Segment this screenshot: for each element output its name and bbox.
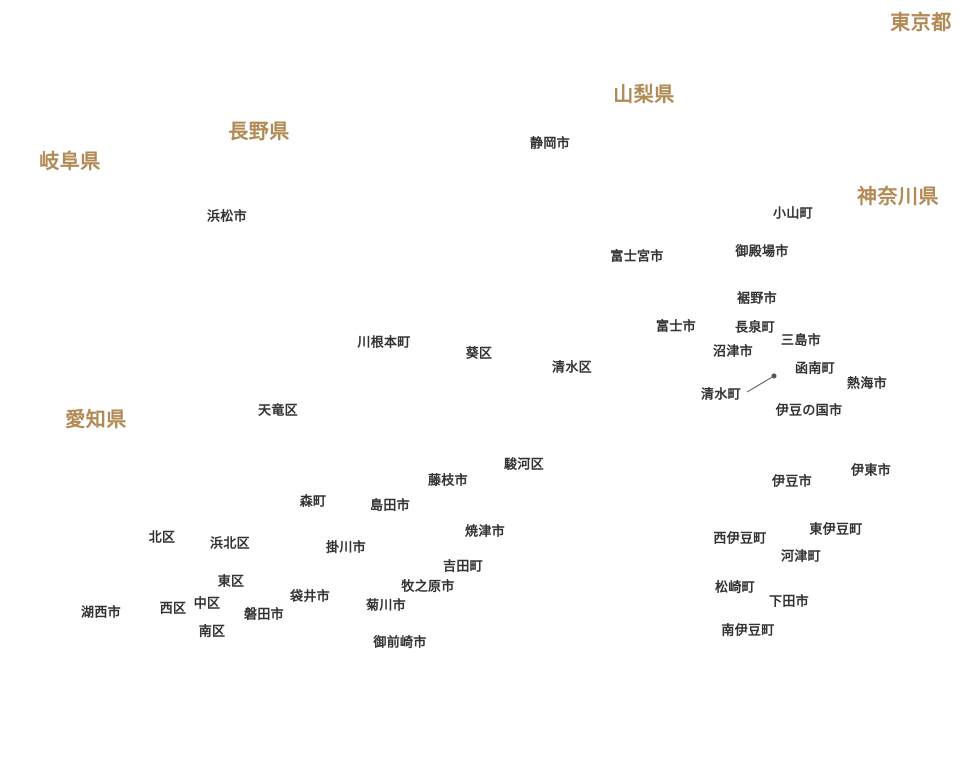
city-label-kikugawa[interactable]: 菊川市 <box>366 598 406 614</box>
city-label-gotemba[interactable]: 御殿場市 <box>735 244 789 260</box>
city-label-yoshida[interactable]: 吉田町 <box>443 559 483 575</box>
city-label-matsuzaki[interactable]: 松崎町 <box>715 580 755 596</box>
city-label-kannami[interactable]: 函南町 <box>795 361 835 377</box>
city-label-fujieda[interactable]: 藤枝市 <box>428 473 468 489</box>
city-label-hamamatsu[interactable]: 浜松市 <box>207 209 247 225</box>
city-label-kakegawa[interactable]: 掛川市 <box>326 540 366 556</box>
city-label-kawanehon[interactable]: 川根本町 <box>357 335 411 351</box>
city-label-shimizu-cho[interactable]: 清水町 <box>701 387 741 403</box>
city-label-shimada[interactable]: 島田市 <box>370 498 410 514</box>
city-label-nagaizumi[interactable]: 長泉町 <box>735 320 775 336</box>
city-label-kita-ku[interactable]: 北区 <box>148 530 176 546</box>
city-label-naka-ku[interactable]: 中区 <box>193 596 221 612</box>
city-label-izunokuni[interactable]: 伊豆の国市 <box>775 403 843 419</box>
city-label-higashi-ku[interactable]: 東区 <box>217 574 245 590</box>
city-label-minamiizu[interactable]: 南伊豆町 <box>721 623 775 639</box>
prefecture-label-tokyo[interactable]: 東京都 <box>890 10 952 34</box>
city-label-shizuoka[interactable]: 静岡市 <box>530 136 570 152</box>
city-label-fukuroi[interactable]: 袋井市 <box>290 589 330 605</box>
city-label-fujinomiya[interactable]: 富士宮市 <box>610 249 664 265</box>
city-label-suruga-ku[interactable]: 駿河区 <box>504 457 544 473</box>
city-label-kawazu[interactable]: 河津町 <box>781 549 821 565</box>
city-label-higashiizu[interactable]: 東伊豆町 <box>809 522 863 538</box>
city-label-oyama[interactable]: 小山町 <box>773 206 813 222</box>
city-label-shimoda[interactable]: 下田市 <box>769 594 809 610</box>
prefecture-label-aichi[interactable]: 愛知県 <box>65 407 127 431</box>
city-label-atami[interactable]: 熱海市 <box>847 376 887 392</box>
city-label-numazu[interactable]: 沼津市 <box>713 344 753 360</box>
city-label-kosai[interactable]: 湖西市 <box>81 605 121 621</box>
city-label-yaizu[interactable]: 焼津市 <box>465 524 505 540</box>
prefecture-label-kanagawa[interactable]: 神奈川県 <box>857 184 939 208</box>
leader-line-stroke <box>746 375 775 393</box>
city-label-makinohara[interactable]: 牧之原市 <box>401 579 455 595</box>
city-label-aoi-ku[interactable]: 葵区 <box>465 346 493 362</box>
city-label-hamakita-ku[interactable]: 浜北区 <box>210 536 250 552</box>
city-label-izu[interactable]: 伊豆市 <box>772 474 812 490</box>
city-label-tenryu-ku[interactable]: 天竜区 <box>258 403 298 419</box>
city-label-fuji[interactable]: 富士市 <box>656 319 696 335</box>
prefecture-label-nagano[interactable]: 長野県 <box>228 119 290 143</box>
prefecture-label-gifu[interactable]: 岐阜県 <box>39 149 101 173</box>
city-label-shimizu-ku[interactable]: 清水区 <box>552 360 592 376</box>
prefecture-label-yamanashi[interactable]: 山梨県 <box>613 82 675 106</box>
leader-line-dot <box>771 373 777 379</box>
city-label-omaezaki[interactable]: 御前崎市 <box>373 635 427 651</box>
city-label-mori[interactable]: 森町 <box>299 494 327 510</box>
city-label-susono[interactable]: 裾野市 <box>737 291 777 307</box>
city-label-ito[interactable]: 伊東市 <box>851 463 891 479</box>
city-label-nishi-ku[interactable]: 西区 <box>159 601 187 617</box>
city-label-mishima[interactable]: 三島市 <box>781 333 821 349</box>
city-label-iwata[interactable]: 磐田市 <box>244 607 284 623</box>
city-label-nishiizu[interactable]: 西伊豆町 <box>713 531 767 547</box>
city-label-minami-ku[interactable]: 南区 <box>198 624 226 640</box>
